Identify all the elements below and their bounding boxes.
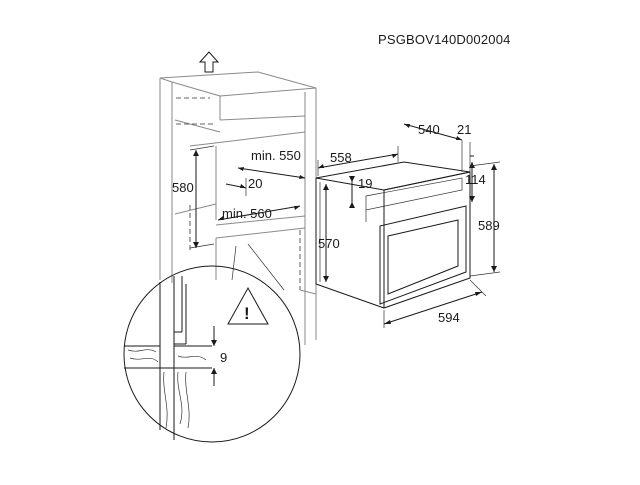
product-code: PSGBOV140D002004 bbox=[378, 32, 511, 47]
oven-body-depth-dimension: 540 bbox=[403, 122, 463, 141]
cabinet-height-label: 580 bbox=[172, 180, 194, 195]
cabinet-gap-dimension: 20 bbox=[225, 176, 262, 196]
ventilation-up-arrow-icon bbox=[198, 51, 220, 73]
cabinet-depth-dimension: min. 560 bbox=[217, 205, 301, 221]
oven-width-label: 594 bbox=[438, 310, 460, 325]
oven-front-panel-label: 21 bbox=[457, 122, 471, 137]
cabinet-width-dimension: min. 550 bbox=[237, 148, 306, 179]
oven-total-height-label: 589 bbox=[478, 218, 500, 233]
oven-total-height-dimension: 589 bbox=[469, 161, 501, 277]
cabinet-height-dimension: 580 bbox=[172, 145, 215, 249]
oven-outline bbox=[315, 161, 471, 309]
cabinet-min-depth-label: min. 560 bbox=[222, 206, 272, 221]
warning-symbol: ! bbox=[244, 304, 250, 323]
cabinet-min-width-label: min. 550 bbox=[251, 148, 301, 163]
oven-body-height-label: 570 bbox=[318, 236, 340, 251]
oven-top-offset-dimension: 19 bbox=[349, 176, 372, 208]
oven-width-dimension: 594 bbox=[383, 279, 487, 328]
detail-callout: 9 bbox=[123, 243, 301, 443]
oven-panel-height-dimension: 114 bbox=[465, 162, 486, 202]
cabinet-gap-label: 20 bbox=[248, 176, 262, 191]
oven-top-offset-label: 19 bbox=[358, 176, 372, 191]
detail-clearance-label: 9 bbox=[220, 350, 227, 365]
warning-triangle-icon: ! bbox=[227, 286, 269, 325]
oven-panel-height-label: 114 bbox=[465, 172, 486, 187]
oven-total-depth-dimension: 558 bbox=[317, 146, 399, 176]
cabinet-outline bbox=[159, 71, 317, 345]
oven-body-height-dimension: 570 bbox=[318, 184, 340, 282]
oven-body-depth-label: 540 bbox=[418, 122, 440, 137]
oven-front-panel-dimension: 21 bbox=[457, 122, 474, 176]
oven-total-depth-label: 558 bbox=[330, 150, 352, 165]
